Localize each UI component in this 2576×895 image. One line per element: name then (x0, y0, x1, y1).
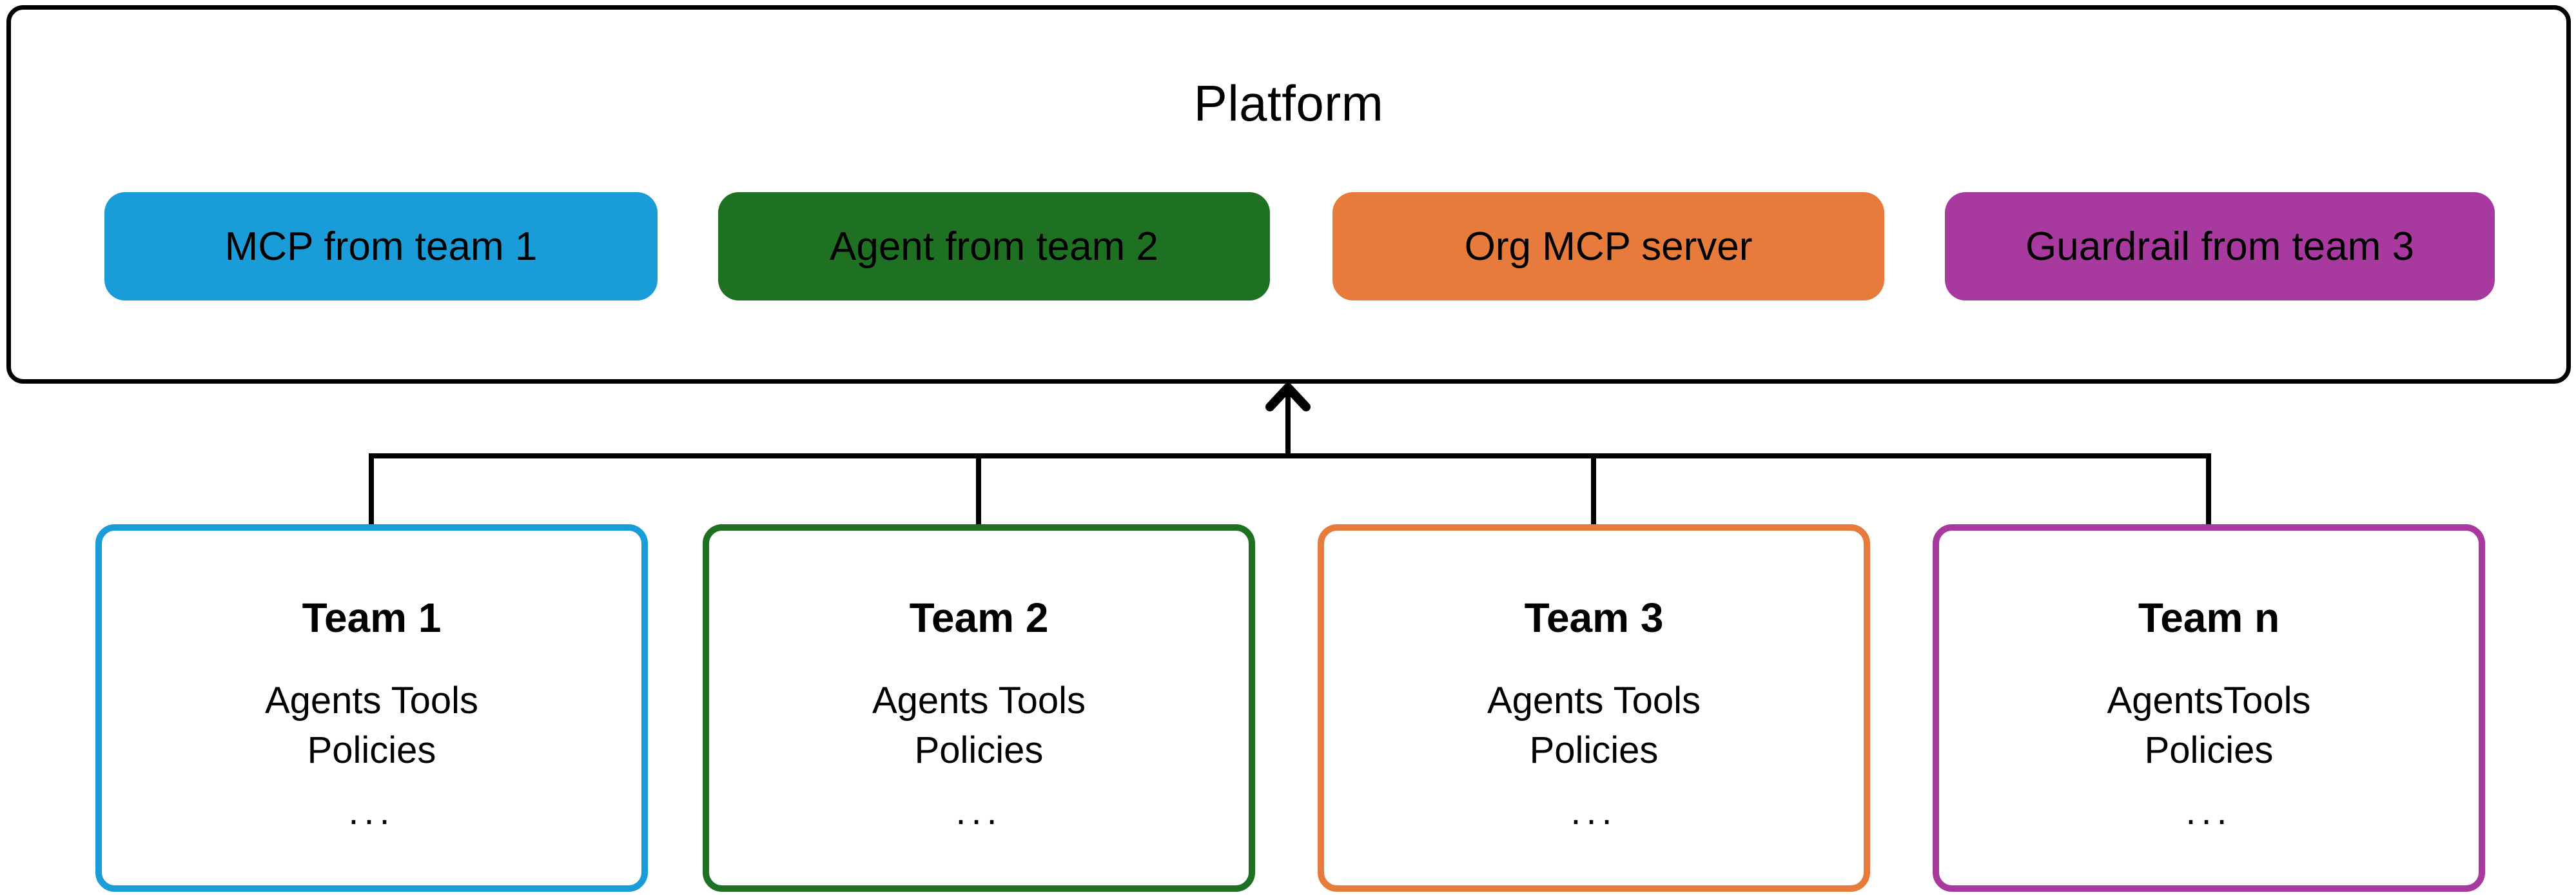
team-2-line-policies: Policies (914, 729, 1044, 771)
team-box-n: Team n AgentsTools Policies ... (1933, 524, 2485, 892)
team-1-body: Agents Tools Policies (265, 676, 478, 775)
team-box-2: Team 2 Agents Tools Policies ... (703, 524, 1255, 892)
team-3-ellipsis: ... (1570, 791, 1617, 833)
pill-mcp-from-team-1: MCP from team 1 (104, 192, 658, 300)
team-box-3: Team 3 Agents Tools Policies ... (1318, 524, 1870, 892)
team-1-ellipsis: ... (348, 791, 395, 833)
team-2-line-agents-tools: Agents Tools (872, 680, 1086, 722)
team-n-line-agents-tools: AgentsTools (2107, 680, 2311, 722)
pill-org-mcp-server: Org MCP server (1332, 192, 1884, 300)
team-3-line-agents-tools: Agents Tools (1487, 680, 1701, 722)
team-1-line-policies: Policies (307, 729, 436, 771)
platform-title: Platform (1193, 75, 1384, 132)
team-n-body: AgentsTools Policies (2107, 676, 2311, 775)
team-3-title: Team 3 (1524, 595, 1664, 641)
team-n-title: Team n (2138, 595, 2280, 641)
team-2-title: Team 2 (909, 595, 1049, 641)
team-3-body: Agents Tools Policies (1487, 676, 1701, 775)
team-box-1: Team 1 Agents Tools Policies ... (95, 524, 648, 892)
pill-agent-from-team-2: Agent from team 2 (718, 192, 1270, 300)
team-1-title: Team 1 (302, 595, 442, 641)
team-3-line-policies: Policies (1529, 729, 1659, 771)
team-1-line-agents-tools: Agents Tools (264, 680, 479, 722)
team-n-ellipsis: ... (2185, 791, 2232, 833)
team-2-ellipsis: ... (955, 791, 1002, 833)
platform-box: Platform MCP from team 1 Agent from team… (6, 5, 2571, 384)
up-arrow-icon (1265, 383, 1311, 458)
pill-guardrail-from-team-3: Guardrail from team 3 (1945, 192, 2495, 300)
team-n-line-policies: Policies (2144, 729, 2274, 771)
team-2-body: Agents Tools Policies (872, 676, 1086, 775)
